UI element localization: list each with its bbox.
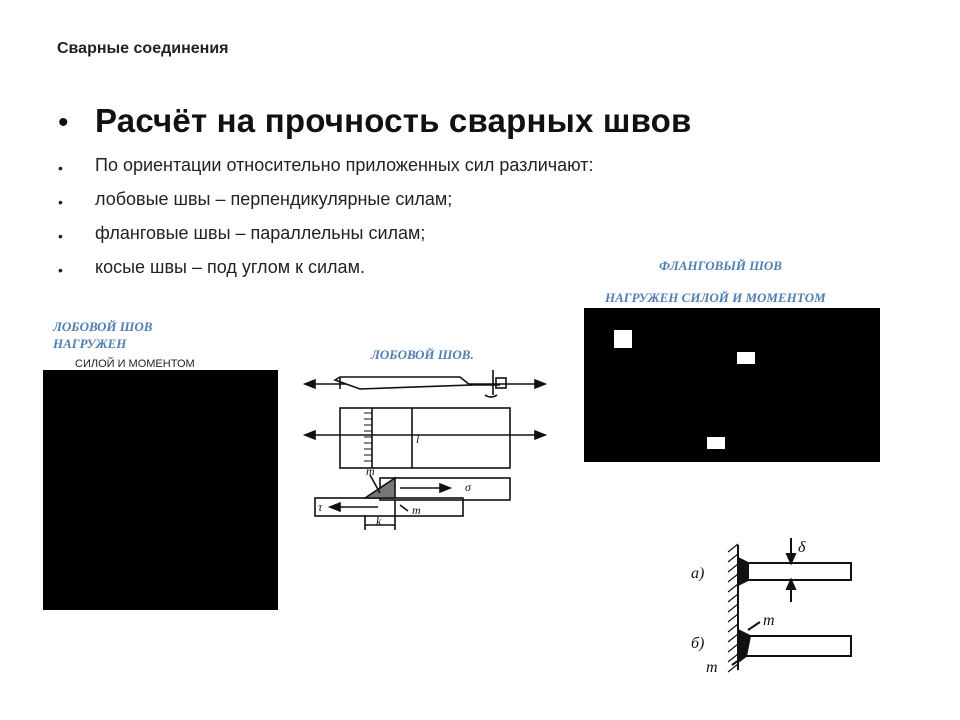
label-m-3: m	[763, 612, 775, 629]
bullet-text-2: лобовые швы – перпендикулярные силам;	[95, 189, 453, 209]
label-l: l	[416, 432, 420, 446]
label-b: б)	[691, 635, 704, 652]
bullet-text-4: косые швы – под углом к силам.	[95, 257, 365, 277]
main-title: Расчёт на прочность сварных швов	[95, 102, 692, 139]
frontal-loaded-image	[43, 370, 278, 610]
bullet-text-1: По ориентации относительно приложенных с…	[95, 155, 594, 175]
label-m-2: m	[412, 503, 421, 517]
bullet-dot: •	[58, 160, 63, 176]
flank-loaded-image	[584, 308, 880, 462]
caption-frontal: ЛОБОВОЙ ШОВ.	[371, 347, 474, 362]
wall-weld-diagram: a) б) δ m m	[691, 538, 852, 676]
frontal-weld-diagram: m σ τ m k l	[302, 370, 548, 530]
label-sigma: σ	[465, 480, 472, 494]
label-delta: δ	[798, 539, 806, 556]
label-m: m	[366, 464, 375, 478]
image-highlight	[707, 437, 725, 449]
label-a: a)	[691, 565, 704, 582]
bullet-dot: •	[58, 262, 63, 278]
main-bullet: •	[58, 106, 69, 139]
image-highlight	[614, 330, 632, 348]
caption-flank-2: НАГРУЖЕН СИЛОЙ И МОМЕНТОМ	[605, 290, 826, 305]
bullet-text-3: фланговые швы – параллельны силам;	[95, 223, 426, 243]
caption-flank-1: ФЛАНГОВЫЙ ШОВ	[659, 258, 782, 273]
caption-frontal-loaded-1: ЛОБОВОЙ ШОВ	[53, 319, 153, 334]
image-highlight	[737, 352, 755, 364]
caption-frontal-loaded-3: СИЛОЙ И МОМЕНТОМ	[75, 358, 195, 370]
label-tau: τ	[318, 500, 323, 514]
bullet-dot: •	[58, 194, 63, 210]
bullet-dot: •	[58, 228, 63, 244]
header-title: Сварные соединения	[57, 40, 229, 57]
label-k: k	[376, 514, 382, 528]
label-m-4: m	[706, 659, 718, 676]
caption-frontal-loaded-2: НАГРУЖЕН	[53, 336, 127, 351]
